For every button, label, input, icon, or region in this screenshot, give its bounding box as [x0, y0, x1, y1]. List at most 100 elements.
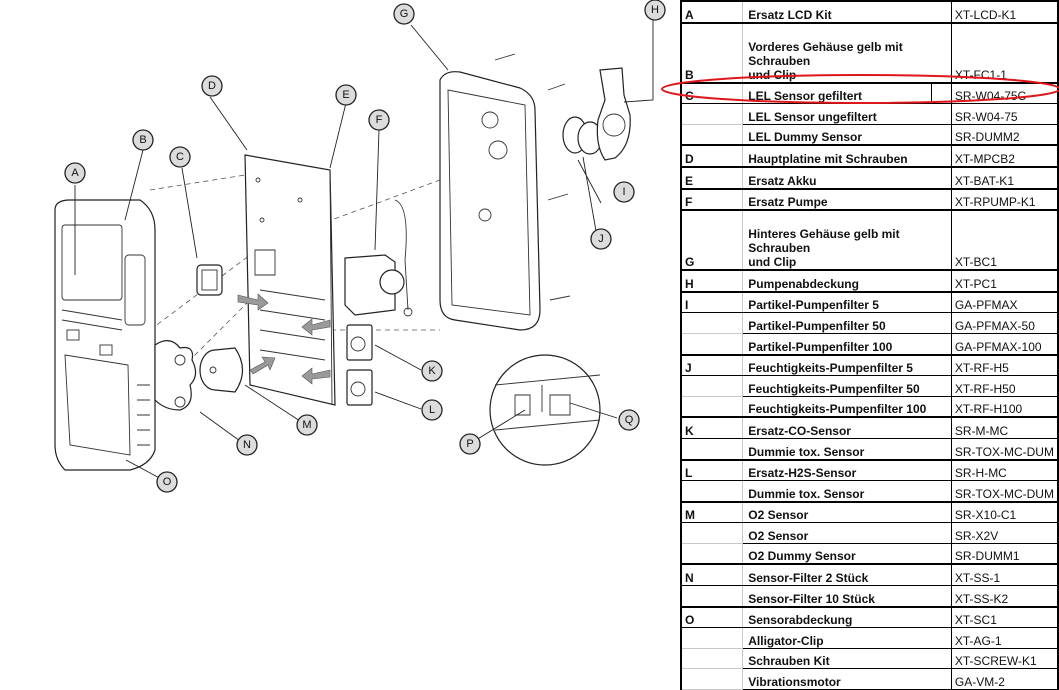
spacer-cell — [931, 124, 952, 146]
spacer-cell — [931, 333, 952, 356]
spacer-cell — [931, 543, 952, 565]
part-name: O2 Dummy Sensor — [742, 543, 932, 565]
spacer-cell — [931, 563, 952, 587]
part-name-line: Schrauben — [748, 53, 811, 68]
svg-text:A: A — [71, 167, 79, 179]
part-code: XT-SS-K2 — [950, 585, 1059, 608]
battery-part — [329, 169, 333, 406]
table-row: Sensor-Filter 10 Stück XT-SS-K2 — [680, 585, 1059, 608]
part-name: Ersatz Pumpe — [742, 187, 932, 211]
callout-l: L — [421, 399, 443, 421]
co-sensor-part — [346, 324, 373, 361]
pump-part — [344, 199, 413, 317]
part-code: SR-X10-C1 — [950, 500, 1059, 524]
part-code: XT-BAT-K1 — [950, 165, 1059, 190]
part-code: XT-BC1 — [950, 209, 1059, 271]
part-code: SR-X2V — [950, 522, 1059, 544]
spacer-cell — [931, 144, 952, 168]
part-code: XT-PC1 — [950, 269, 1059, 293]
part-code: SR-TOX-MC-DUM — [950, 480, 1059, 503]
callout-e: E — [335, 84, 357, 106]
spacer-cell — [931, 269, 952, 293]
spacer-cell — [931, 209, 952, 271]
part-letter — [680, 375, 744, 397]
svg-text:B: B — [139, 134, 146, 146]
part-name: Alligator-Clip — [742, 627, 932, 649]
part-code: GA-PFMAX-100 — [950, 333, 1059, 356]
part-letter: C — [680, 81, 744, 105]
svg-text:K: K — [428, 365, 436, 377]
spacer-cell — [931, 605, 952, 629]
spacer-cell — [931, 438, 952, 461]
spacer-cell — [931, 165, 952, 190]
part-letter: D — [680, 144, 744, 168]
svg-text:M: M — [302, 419, 311, 431]
part-name: Hauptplatine mit Schrauben — [742, 144, 932, 168]
part-code: XT-RF-H5 — [950, 353, 1059, 377]
spacer-cell — [931, 21, 952, 84]
spacer-cell — [931, 103, 952, 125]
part-name: Feuchtigkeits-Pumpenfilter 5 — [742, 353, 932, 377]
part-name: O2 Sensor — [742, 500, 932, 524]
spacer-cell — [930, 81, 952, 105]
front-housing-part — [54, 199, 156, 471]
spacer-cell — [931, 312, 952, 334]
part-letter — [680, 312, 744, 334]
part-code: XT-AG-1 — [950, 627, 1059, 649]
lel-sensor-part — [196, 264, 223, 296]
part-code: SR-W04-75C — [950, 81, 1059, 105]
part-code: XT-FC1-1 — [950, 21, 1059, 84]
part-letter — [680, 103, 744, 125]
part-code: XT-RF-H50 — [950, 375, 1059, 397]
spacer-cell — [931, 353, 952, 377]
part-code: XT-MPCB2 — [950, 144, 1059, 168]
sensor-filter-part — [154, 340, 197, 411]
spacer-cell — [931, 627, 952, 649]
part-code: XT-LCD-K1 — [950, 0, 1059, 24]
spacer-cell — [931, 0, 952, 24]
part-name: Partikel-Pumpenfilter 5 — [742, 290, 932, 314]
part-code: SR-W04-75 — [950, 103, 1059, 125]
spacer-cell — [931, 668, 952, 690]
part-code: SR-DUMM1 — [950, 543, 1059, 565]
svg-text:L: L — [429, 404, 435, 416]
svg-text:D: D — [208, 80, 216, 92]
part-code: SR-H-MC — [950, 458, 1059, 482]
part-name-line: Vorderes Gehäuse gelb mit — [748, 39, 903, 54]
part-name: LEL Dummy Sensor — [742, 124, 932, 146]
part-letter: E — [680, 165, 744, 190]
part-name-line: Hinteres Gehäuse gelb mit — [748, 227, 900, 242]
h2s-sensor-part — [346, 369, 373, 406]
table-row: Alligator-Clip XT-AG-1 — [680, 627, 1059, 649]
callout-b: B — [132, 129, 154, 151]
part-letter — [680, 396, 744, 418]
part-letter: O — [680, 605, 744, 629]
part-letter: G — [680, 209, 744, 271]
part-letter — [680, 438, 744, 461]
part-code: SR-M-MC — [950, 416, 1059, 439]
spacer-cell — [931, 416, 952, 439]
part-letter: A — [680, 0, 744, 24]
part-name: Sensor-Filter 10 Stück — [742, 585, 932, 608]
o2-sensor-part — [199, 347, 244, 393]
part-name: Feuchtigkeits-Pumpenfilter 100 — [742, 396, 932, 418]
callout-n: N — [236, 434, 258, 456]
svg-text:G: G — [400, 8, 409, 20]
part-letter — [680, 585, 744, 608]
part-name-line: und Clip — [748, 255, 797, 270]
part-letter: I — [680, 290, 744, 314]
